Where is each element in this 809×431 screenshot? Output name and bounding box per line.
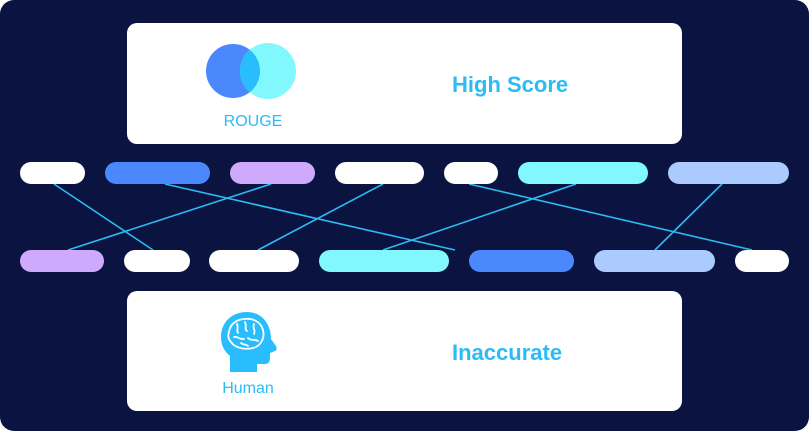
top-token-5 [444, 162, 498, 184]
top-token-3 [230, 162, 315, 184]
bottom-token-2 [124, 250, 190, 272]
top-token-7 [668, 162, 789, 184]
top-token-4 [335, 162, 424, 184]
venn-circles-icon [206, 43, 296, 99]
bottom-token-1 [20, 250, 104, 272]
top-token-6 [518, 162, 648, 184]
rouge-label: ROUGE [223, 113, 283, 130]
human-brain-head-icon [221, 312, 277, 372]
high-score-title: High Score [452, 72, 569, 97]
human-label: Human [222, 380, 274, 397]
bottom-token-7 [735, 250, 789, 272]
bottom-token-4 [319, 250, 449, 272]
bottom-token-6 [594, 250, 715, 272]
top-token-1 [20, 162, 85, 184]
bottom-token-3 [209, 250, 299, 272]
rouge-card: ROUGE High Score [127, 23, 682, 144]
inaccurate-title: Inaccurate [452, 340, 563, 365]
bottom-token-5 [469, 250, 574, 272]
human-card: Human Inaccurate [127, 291, 682, 411]
top-token-2 [105, 162, 210, 184]
